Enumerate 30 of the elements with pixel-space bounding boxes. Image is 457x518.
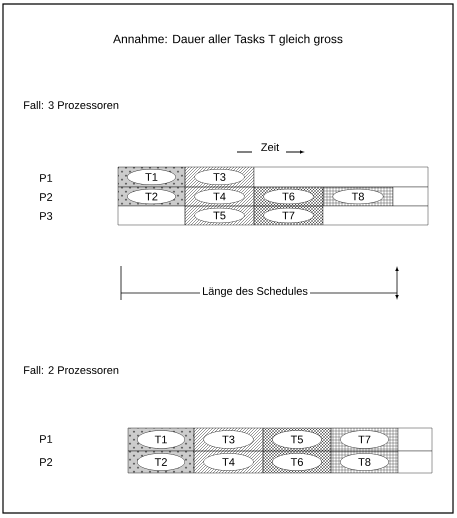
task-cell: T2: [128, 450, 194, 474]
empty-cell: [398, 450, 432, 474]
processor-label: P1: [38, 173, 54, 183]
task-cell: T4: [194, 450, 264, 474]
dimension-label: Länge des Schedules: [201, 286, 309, 298]
processor-label: P1: [38, 434, 54, 444]
task-cell: T7: [254, 206, 324, 226]
task-cell: T5: [262, 428, 332, 452]
task-cell: T8: [322, 186, 394, 206]
task-cell: T6: [262, 450, 332, 474]
empty-cell: [392, 186, 428, 206]
processor-label: P2: [38, 192, 54, 202]
axis-label: Zeit: [260, 142, 280, 152]
task-cell: T1: [118, 166, 186, 188]
empty-cell: [398, 428, 432, 452]
processor-label: P3: [38, 211, 54, 221]
task-cell: T1: [128, 428, 194, 452]
task-cell: T2: [118, 186, 186, 206]
section-heading: Fall: 2 Prozessoren: [22, 364, 120, 376]
processor-label: P2: [38, 457, 54, 467]
section-heading: Fall: 3 Prozessoren: [22, 100, 120, 110]
task-cell: T3: [194, 428, 264, 452]
task-cell: T5: [184, 206, 254, 226]
task-cell: T4: [184, 186, 254, 206]
title: Annahme: Dauer aller Tasks T gleich gross: [113, 34, 342, 46]
empty-cell: [118, 206, 186, 226]
task-cell: T6: [254, 186, 324, 206]
task-cell: T7: [330, 428, 398, 452]
task-cell: T8: [330, 450, 398, 474]
task-cell: T3: [184, 166, 254, 188]
